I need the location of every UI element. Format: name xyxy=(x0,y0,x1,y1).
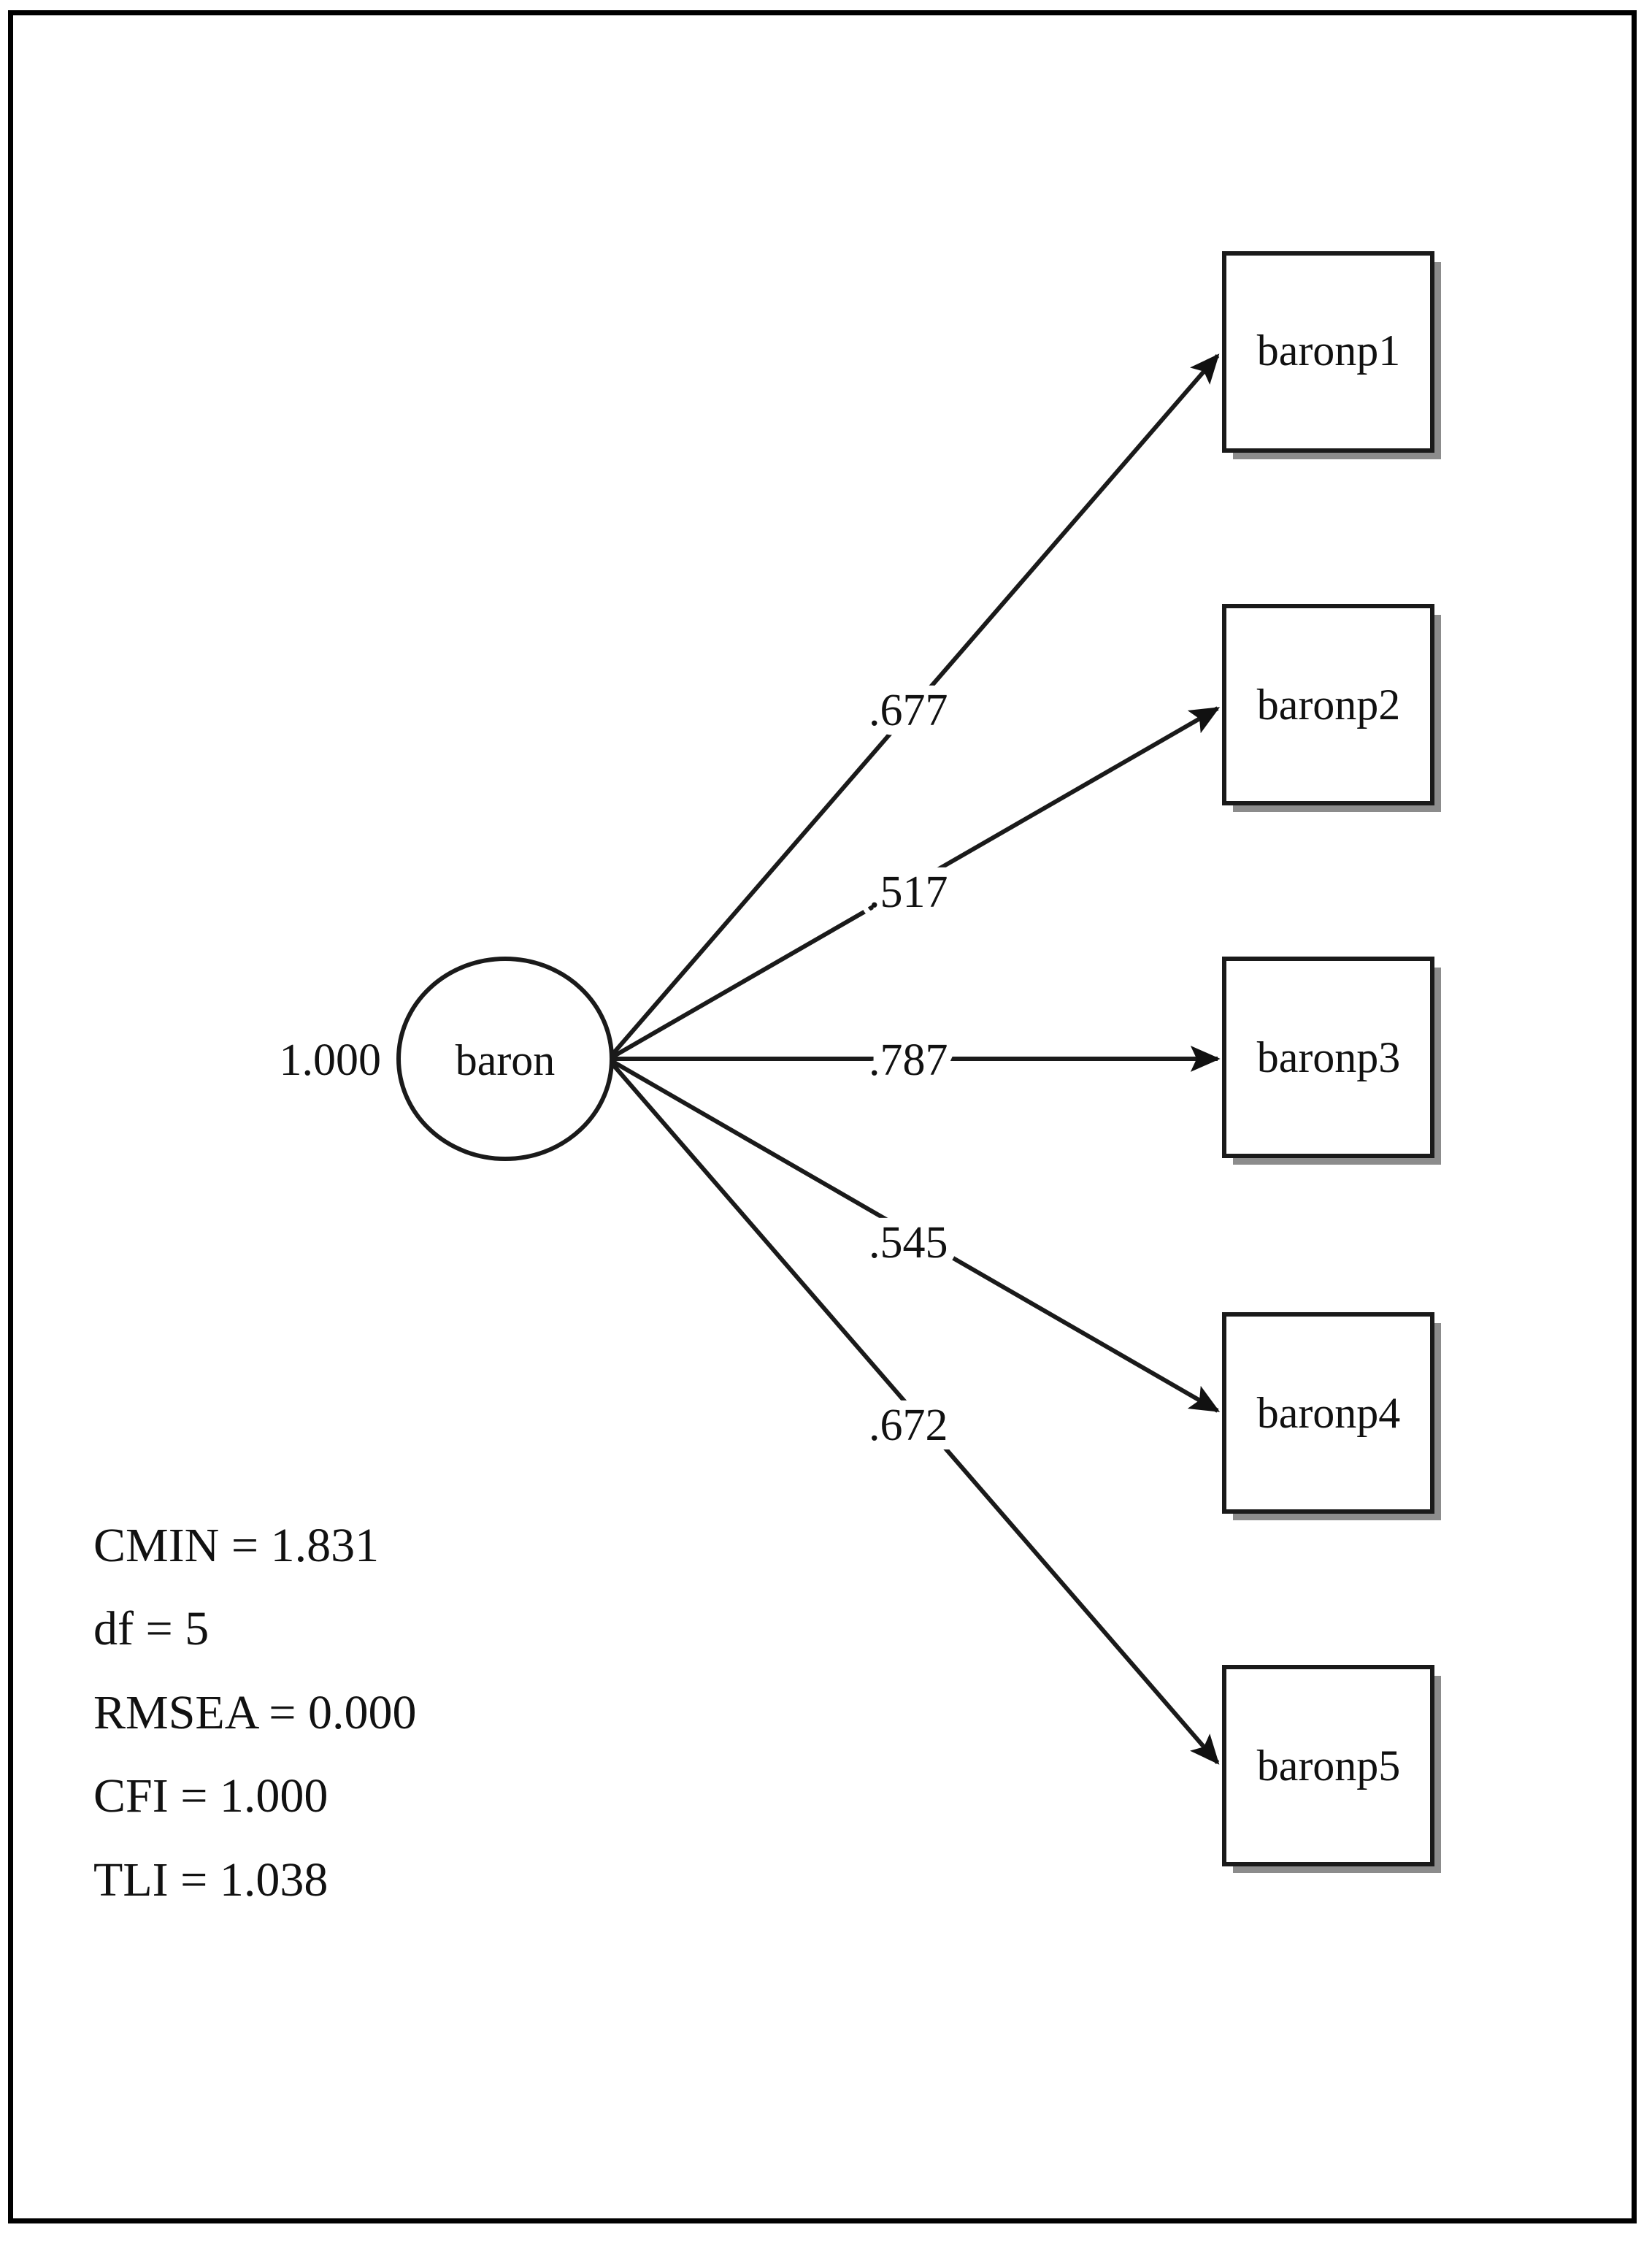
path-line-baron-baronp5 xyxy=(610,1062,1220,1765)
path-label-baronp5: .672 xyxy=(869,1401,948,1450)
path-label-baronp1: .677 xyxy=(869,686,948,735)
fit-stat-df: df = 5 xyxy=(93,1602,209,1655)
box-outline xyxy=(1222,1665,1434,1866)
box-outline xyxy=(1222,251,1434,453)
box-outline xyxy=(1222,1312,1434,1514)
fit-stat-cfi: CFI = 1.000 xyxy=(93,1769,328,1823)
path-labels: .677 .517 .787 .545 .672 xyxy=(859,676,958,1460)
box-outline xyxy=(1222,957,1434,1158)
observed-node-baronp3[interactable]: baronp3 xyxy=(1222,957,1441,1165)
observed-node-baronp1[interactable]: baronp1 xyxy=(1222,251,1441,459)
fit-stat-cmin: CMIN = 1.831 xyxy=(93,1519,379,1572)
observed-node-label: baronp1 xyxy=(1257,326,1401,375)
fit-stat-rmsea: RMSEA = 0.000 xyxy=(93,1686,416,1739)
observed-node-baronp5[interactable]: baronp5 xyxy=(1222,1665,1441,1873)
path-line-baron-baronp1 xyxy=(610,353,1220,1057)
latent-variance-label: 1.000 xyxy=(280,1035,382,1085)
latent-node-label: baron xyxy=(456,1036,556,1084)
observed-node-label: baronp3 xyxy=(1257,1033,1401,1081)
observed-node-label: baronp4 xyxy=(1257,1389,1401,1437)
fit-statistics-block: CMIN = 1.831 df = 5 RMSEA = 0.000 CFI = … xyxy=(93,1519,416,1907)
observed-node-label: baronp5 xyxy=(1257,1742,1401,1790)
latent-ellipse xyxy=(396,957,614,1161)
observed-node-baronp2[interactable]: baronp2 xyxy=(1222,604,1441,812)
path-label-baronp4: .545 xyxy=(869,1218,948,1268)
fit-stat-tli: TLI = 1.038 xyxy=(93,1853,328,1907)
observed-node-label: baronp2 xyxy=(1257,681,1401,729)
path-label-baronp2: .517 xyxy=(869,867,948,917)
path-label-baronp3: .787 xyxy=(869,1035,948,1085)
latent-node-baron[interactable]: baron xyxy=(396,957,614,1161)
path-line-baron-baronp2 xyxy=(610,706,1221,1060)
path-lines xyxy=(610,353,1221,1765)
observed-node-baronp4[interactable]: baronp4 xyxy=(1222,1312,1441,1520)
box-outline xyxy=(1222,604,1434,805)
path-line-baron-baronp4 xyxy=(610,1059,1221,1413)
